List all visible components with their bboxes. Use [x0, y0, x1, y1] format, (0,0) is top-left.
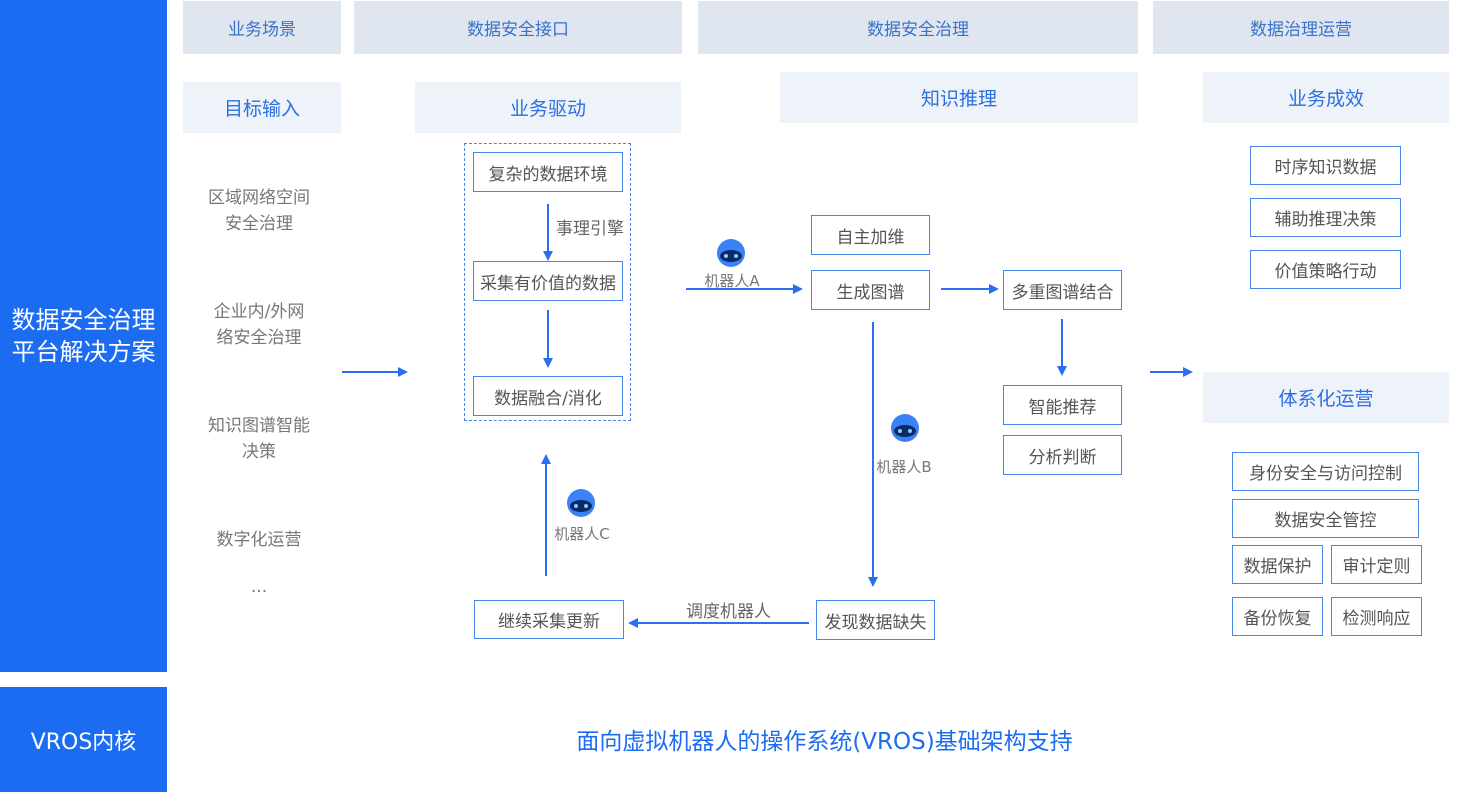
- protect-box: 数据保护: [1232, 545, 1323, 584]
- gen-graph-box: 生成图谱: [811, 270, 930, 310]
- platform-title: 数据安全治理平台解决方案: [11, 306, 156, 366]
- identity-box: 身份安全与访问控制: [1232, 452, 1419, 491]
- effect-box: 价值策略行动: [1250, 250, 1401, 289]
- find-missing-box: 发现数据缺失: [816, 600, 935, 640]
- platform-title-bar: 数据安全治理平台解决方案: [0, 0, 167, 672]
- subheader-target-input: 目标输入: [183, 82, 341, 133]
- robot-icon: [567, 489, 595, 517]
- control-box: 数据安全管控: [1232, 499, 1419, 538]
- effect-box: 辅助推理决策: [1250, 198, 1401, 237]
- detect-box: 检测响应: [1331, 597, 1422, 636]
- subheader-business-drive: 业务驱动: [415, 82, 681, 133]
- robot-icon: [717, 239, 745, 267]
- subheader-business-effect: 业务成效: [1203, 72, 1449, 123]
- kernel-bar: VROS内核: [0, 687, 167, 792]
- drive-container: [464, 143, 631, 421]
- schedule-robot-label: 调度机器人: [686, 602, 771, 622]
- scene-item: 企业内/外网络安全治理: [213, 302, 305, 348]
- continue-box: 继续采集更新: [474, 600, 624, 639]
- robot-icon: [891, 414, 919, 442]
- header-interface: 数据安全接口: [354, 1, 682, 54]
- scene-item: 区域网络空间安全治理: [208, 188, 310, 234]
- effect-box: 时序知识数据: [1250, 146, 1401, 185]
- collect-box: 采集有价值的数据: [473, 261, 623, 301]
- header-governance: 数据安全治理: [698, 1, 1138, 54]
- scene-item: ...: [250, 577, 268, 597]
- header-scene: 业务场景: [183, 1, 341, 54]
- robot-a-label: 机器人A: [704, 272, 760, 290]
- subheader-systematic-operation: 体系化运营: [1203, 372, 1449, 423]
- auto-dim-box: 自主加维: [811, 215, 930, 255]
- scene-item: 知识图谱智能决策: [208, 416, 310, 462]
- multi-graph-box: 多重图谱结合: [1003, 270, 1122, 310]
- smart-rec-box: 智能推荐: [1003, 385, 1122, 425]
- header-operation: 数据治理运营: [1153, 1, 1449, 54]
- footer-text: 面向虚拟机器人的操作系统(VROS)基础架构支持: [576, 729, 1073, 755]
- analysis-box: 分析判断: [1003, 435, 1122, 475]
- complex-env-box: 复杂的数据环境: [473, 152, 623, 192]
- subheader-knowledge-reasoning: 知识推理: [780, 72, 1138, 123]
- fusion-box: 数据融合/消化: [473, 376, 623, 416]
- robot-b-label: 机器人B: [876, 458, 932, 476]
- robot-c-label: 机器人C: [554, 525, 610, 543]
- audit-box: 审计定则: [1331, 545, 1422, 584]
- engine-label: 事理引擎: [556, 219, 624, 239]
- backup-box: 备份恢复: [1232, 597, 1323, 636]
- scene-item: 数字化运营: [216, 530, 302, 550]
- kernel-label: VROS内核: [30, 729, 137, 755]
